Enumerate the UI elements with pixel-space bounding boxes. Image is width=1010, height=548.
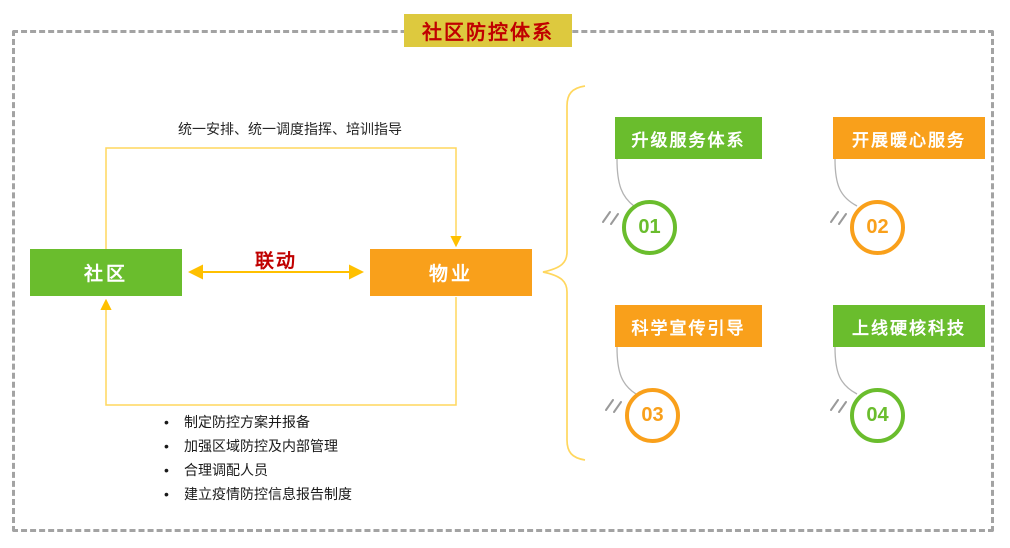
- bullet-item: 建立疫情防控信息报告制度: [160, 482, 352, 506]
- bullet-list: 制定防控方案并报备 加强区域防控及内部管理 合理调配人员 建立疫情防控信息报告制…: [160, 410, 352, 506]
- number-badge-01: 01: [622, 200, 677, 255]
- bullet-item: 加强区域防控及内部管理: [160, 434, 352, 458]
- bullet-item: 制定防控方案并报备: [160, 410, 352, 434]
- number-badge-02: 02: [850, 200, 905, 255]
- property-box: 物业: [370, 249, 532, 296]
- top-flow-label: 统一安排、统一调度指挥、培训指导: [178, 121, 402, 137]
- title-banner: 社区防控体系: [404, 14, 572, 47]
- linkage-label: 联动: [254, 251, 297, 272]
- number-badge-03: 03: [625, 388, 680, 443]
- number-badge-04: 04: [850, 388, 905, 443]
- bullet-item: 合理调配人员: [160, 458, 352, 482]
- feature-box-science-publicity: 科学宣传引导: [615, 305, 762, 347]
- community-box: 社区: [30, 249, 182, 296]
- feature-box-warm-service: 开展暖心服务: [833, 117, 985, 159]
- feature-box-upgrade-service: 升级服务体系: [615, 117, 762, 159]
- feature-box-hardcore-tech: 上线硬核科技: [833, 305, 985, 347]
